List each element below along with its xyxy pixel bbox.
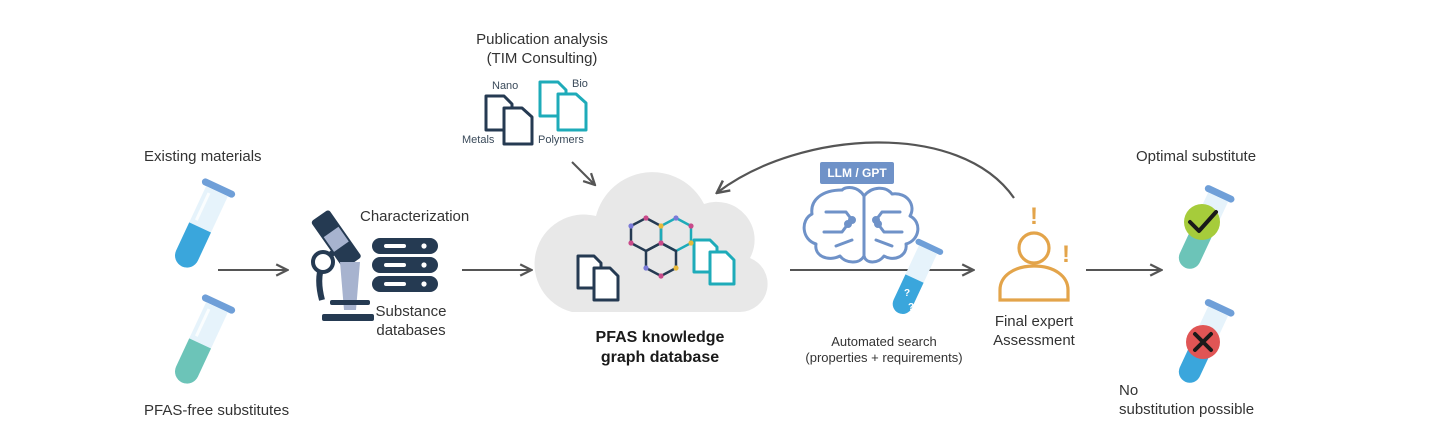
search-vial-mark-1: ? — [904, 288, 910, 299]
cross-icon — [1186, 325, 1220, 359]
expert-person-icon — [998, 231, 1070, 302]
existing-materials-label: Existing materials — [144, 148, 262, 165]
database-icon — [372, 238, 438, 292]
polymers-label: Polymers — [538, 134, 584, 146]
microscope-icon — [311, 210, 374, 321]
arrow-feedback-to-graph — [718, 141, 1015, 199]
cloud-right-documents-icon — [692, 238, 736, 286]
automated-search-line2: (properties + requirements) — [805, 350, 963, 365]
characterization-label: Characterization — [360, 208, 470, 225]
existing-materials-vial-icon — [175, 178, 236, 268]
automated-search-label: Automated search (properties + requireme… — [786, 334, 982, 366]
expert-exclamation-2: ! — [1062, 241, 1070, 268]
substance-databases-line1: Substance — [375, 303, 447, 320]
llm-gpt-badge: LLM / GPT — [820, 162, 894, 184]
nano-label: Nano — [492, 80, 519, 92]
publication-title-line1: Publication analysis — [476, 31, 608, 48]
bio-documents-icon — [538, 80, 588, 132]
metals-documents-icon — [484, 94, 534, 146]
no-substitution-label: No substitution possible — [1119, 381, 1254, 419]
final-expert-label: Final expert Assessment — [984, 312, 1084, 350]
bio-label: Bio — [572, 78, 588, 90]
final-expert-line2: Assessment — [993, 332, 1075, 349]
expert-exclamation-1: ! — [1030, 203, 1038, 230]
knowledge-graph-label: PFAS knowledge graph database — [570, 328, 750, 368]
cloud-left-documents-icon — [576, 254, 620, 302]
metals-label: Metals — [462, 134, 495, 146]
check-icon — [1184, 204, 1220, 240]
publication-analysis-title: Publication analysis (TIM Consulting) — [454, 30, 630, 68]
pfas-free-substitutes-label: PFAS-free substitutes — [144, 402, 290, 419]
pfas-free-vial-icon — [175, 294, 236, 384]
knowledge-graph-cloud — [534, 172, 768, 312]
search-vial-mark-2: ? — [908, 302, 914, 313]
search-vial-icon — [892, 238, 944, 314]
publication-title-line2: (TIM Consulting) — [486, 50, 598, 67]
final-expert-line1: Final expert — [994, 313, 1074, 330]
arrow-publication-to-graph — [571, 161, 594, 184]
knowledge-graph-line2: graph database — [600, 349, 720, 366]
optimal-substitute-label: Optimal substitute — [1136, 148, 1257, 165]
knowledge-graph-line1: PFAS knowledge — [595, 329, 725, 346]
no-substitution-line1: No — [1119, 382, 1139, 399]
substance-databases-line2: databases — [376, 322, 446, 339]
llm-brain-icon — [802, 186, 920, 264]
substance-databases-label: Substance databases — [372, 302, 450, 340]
molecule-graph-icon — [628, 215, 694, 279]
automated-search-line1: Automated search — [831, 334, 937, 349]
no-substitution-line2: substitution possible — [1119, 401, 1255, 418]
